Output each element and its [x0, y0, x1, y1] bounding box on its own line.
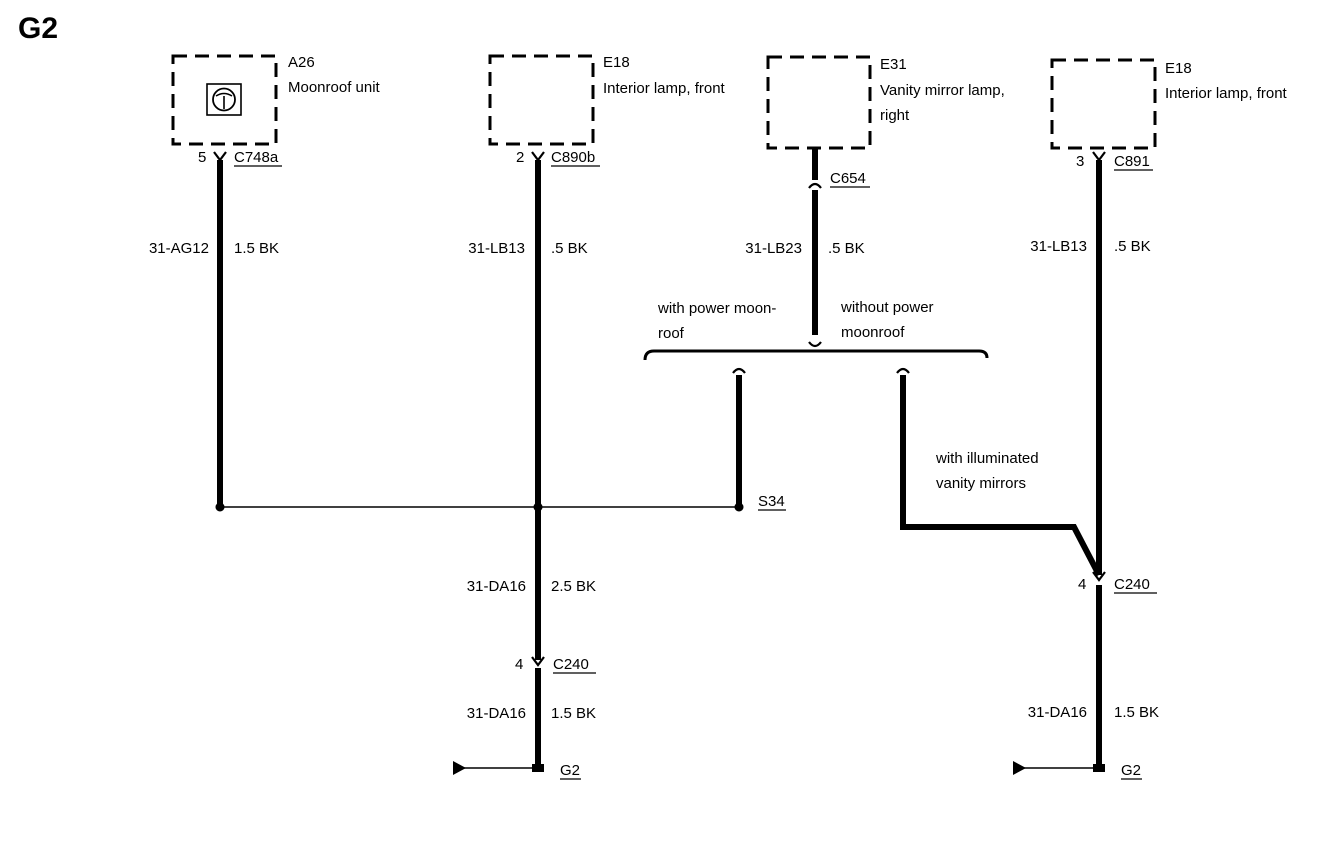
bracket-exit-illuminated-terminal [896, 367, 910, 374]
wires [217, 148, 1102, 769]
splice-dot-s34 [734, 502, 744, 512]
component-e18-left-name: Interior lamp, front [603, 80, 726, 97]
splice-points [215, 502, 744, 512]
bracket-entry-terminal [808, 341, 822, 348]
component-e18-right-name: Interior lamp, front [1165, 85, 1288, 102]
wire-lb13-left-circuit: 31-LB13 [468, 240, 525, 257]
ground-left-label: G2 [560, 762, 580, 779]
component-a26: A26 Moonroof unit [171, 54, 381, 146]
wire-illuminated-branch [900, 375, 1102, 577]
c748a-label: C748a [234, 149, 279, 166]
wire-labels: 31-AG12 1.5 BK 31-LB13 .5 BK 31-LB23 .5 … [149, 238, 1159, 722]
component-a26-box [171, 54, 278, 146]
component-e18-left-id: E18 [603, 54, 630, 71]
ground-right: G2 [1013, 761, 1142, 780]
c890b-terminal [531, 151, 545, 162]
with-power-moonroof-line2: roof [658, 325, 685, 342]
with-illuminated-mirrors-line1: with illuminated [935, 450, 1039, 467]
component-e18-right-id: E18 [1165, 60, 1192, 77]
c891-terminal [1092, 151, 1106, 162]
wire-da16-lower-left-spec: 1.5 BK [551, 705, 596, 722]
c240-right-label: C240 [1114, 576, 1150, 593]
wire-da16-upper-circuit: 31-DA16 [467, 578, 526, 595]
without-power-moonroof-line1: without power [840, 299, 934, 316]
component-e31-box [766, 55, 872, 150]
c240-right-terminal [1092, 571, 1106, 582]
c890b-pin: 2 [516, 149, 524, 166]
c748a-pin: 5 [198, 149, 206, 166]
bracket-exit-with-power-terminal [732, 367, 746, 374]
c891-label: C891 [1114, 153, 1150, 170]
wire-da16-lower-left-circuit: 31-DA16 [467, 705, 526, 722]
wire-lb13-right-spec: .5 BK [1114, 238, 1151, 255]
wire-lb23-circuit: 31-LB23 [745, 240, 802, 257]
component-e31: E31 Vanity mirror lamp, right [766, 55, 1005, 150]
connector-terminals [213, 151, 1106, 667]
component-a26-id: A26 [288, 54, 315, 71]
component-e18-left-box [488, 54, 595, 146]
component-e18-right-box [1050, 58, 1157, 150]
c654-label: C654 [830, 170, 866, 187]
ground-left-terminal [532, 764, 544, 772]
c240-right-pin: 4 [1078, 576, 1086, 593]
c748a-terminal [213, 151, 227, 162]
option-bracket [643, 341, 989, 374]
ground-right-arrow-icon [1013, 761, 1026, 775]
with-illuminated-mirrors-line2: vanity mirrors [936, 475, 1026, 492]
c240-left-label: C240 [553, 656, 589, 673]
wire-da16-upper-spec: 2.5 BK [551, 578, 596, 595]
wire-da16-lower-right-spec: 1.5 BK [1114, 704, 1159, 721]
ground-left-arrow-icon [453, 761, 466, 775]
wire-lb13-left-spec: .5 BK [551, 240, 588, 257]
wire-lb13-right-circuit: 31-LB13 [1030, 238, 1087, 255]
wire-ag12-circuit: 31-AG12 [149, 240, 209, 257]
wire-lb23-spec: .5 BK [828, 240, 865, 257]
ground-left: G2 [453, 761, 581, 780]
with-power-moonroof-line1: with power moon- [657, 300, 776, 317]
component-a26-name: Moonroof unit [288, 79, 381, 96]
moonroof-motor-icon [206, 83, 242, 116]
ground-right-label: G2 [1121, 762, 1141, 779]
ground-right-terminal [1093, 764, 1105, 772]
c240-left-terminal [531, 656, 545, 667]
splice-dot-ag12 [215, 502, 225, 512]
component-e31-name-line2: right [880, 107, 910, 124]
s34-label: S34 [758, 493, 785, 510]
c240-left-pin: 4 [515, 656, 523, 673]
wire-da16-lower-right-circuit: 31-DA16 [1028, 704, 1087, 721]
page-title: G2 [18, 12, 58, 45]
c654-terminal [808, 182, 822, 189]
component-e31-name-line1: Vanity mirror lamp, [880, 82, 1005, 99]
component-e31-id: E31 [880, 56, 907, 73]
wire-ag12-spec: 1.5 BK [234, 240, 279, 257]
without-power-moonroof-line2: moonroof [841, 324, 905, 341]
option-labels: with power moon- roof without power moon… [657, 299, 1039, 492]
component-e18-right: E18 Interior lamp, front [1050, 58, 1288, 150]
c891-pin: 3 [1076, 153, 1084, 170]
c890b-label: C890b [551, 149, 595, 166]
splice-dot-lb13 [533, 502, 543, 512]
component-e18-left: E18 Interior lamp, front [488, 54, 726, 146]
option-bracket-line [643, 349, 989, 361]
connector-labels: 5 C748a 2 C890b C654 3 C891 4 C240 4 C24… [198, 149, 1157, 674]
